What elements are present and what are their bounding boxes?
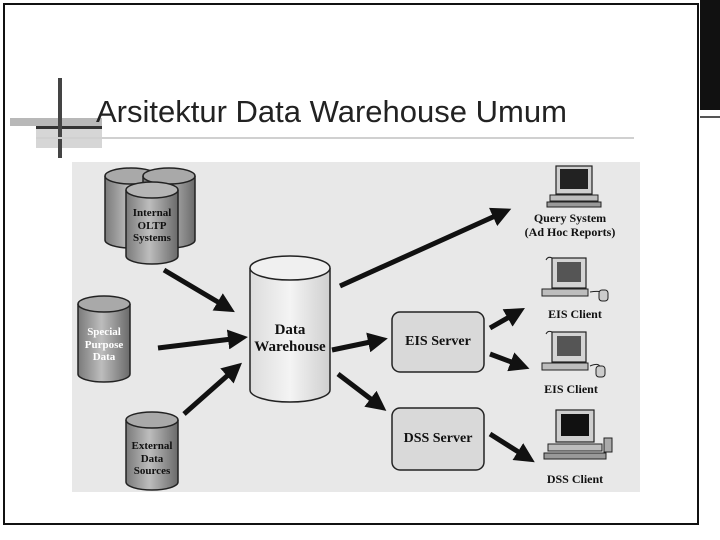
slide-title: Arsitektur Data Warehouse Umum bbox=[96, 94, 567, 129]
title-decoration-vertical bbox=[58, 78, 62, 158]
data-warehouse-line-2: Warehouse bbox=[254, 339, 326, 356]
external-sources-label: External Data Sources bbox=[124, 440, 180, 478]
arrow-dss-server-to-client bbox=[488, 431, 535, 463]
eis-client-2-computer-icon bbox=[541, 330, 606, 378]
dss-server-label: DSS Server bbox=[403, 431, 473, 446]
arrow-eis-server-to-client-2 bbox=[489, 351, 530, 372]
internal-oltp-line-1: Internal bbox=[132, 207, 172, 219]
eis-server-box bbox=[391, 311, 485, 373]
eis-server-label: EIS Server bbox=[405, 334, 471, 349]
dss-client-computer-icon bbox=[543, 409, 613, 460]
arrow-internal-to-warehouse bbox=[162, 267, 235, 313]
data-warehouse-line-1: Data bbox=[274, 322, 306, 338]
special-purpose-data-icon bbox=[77, 295, 131, 383]
data-warehouse-label: Data Warehouse bbox=[244, 322, 336, 357]
arrow-warehouse-to-dss-server bbox=[336, 372, 387, 411]
dss-client-label: DSS Client bbox=[546, 472, 604, 486]
architecture-diagram: Internal OLTP Systems Special Purpose Da… bbox=[72, 162, 640, 492]
title-decoration-bar bbox=[10, 118, 102, 126]
internal-oltp-label: Internal OLTP Systems bbox=[124, 207, 180, 245]
internal-oltp-line-3: Systems bbox=[133, 232, 171, 245]
arrow-special-to-warehouse bbox=[157, 329, 248, 351]
query-system-line-1: Query System bbox=[533, 211, 607, 225]
internal-oltp-systems-icon bbox=[104, 167, 196, 265]
special-purpose-line-3: Data bbox=[92, 351, 116, 364]
dss-server-box bbox=[391, 407, 485, 471]
eis-client-1-computer-icon bbox=[541, 256, 609, 302]
external-sources-line-3: Sources bbox=[133, 465, 171, 478]
internal-oltp-line-2: OLTP bbox=[137, 219, 167, 232]
corner-decoration bbox=[700, 0, 720, 110]
eis-client-2-label: EIS Client bbox=[544, 382, 598, 396]
query-system-computer-icon bbox=[546, 165, 602, 208]
query-system-line-2: (Ad Hoc Reports) bbox=[524, 224, 616, 239]
arrow-eis-server-to-client-1 bbox=[488, 308, 525, 331]
special-purpose-line-2: Purpose bbox=[84, 338, 124, 351]
corner-rule bbox=[700, 116, 720, 118]
special-purpose-label: Special Purpose Data bbox=[76, 326, 132, 364]
arrow-external-to-warehouse bbox=[182, 362, 242, 416]
external-sources-line-2: Data bbox=[140, 452, 164, 465]
flow-arrows bbox=[157, 207, 535, 463]
eis-client-1-label: EIS Client bbox=[548, 307, 602, 321]
title-underline bbox=[36, 137, 634, 139]
query-system-label: Query System (Ad Hoc Reports) bbox=[510, 211, 630, 240]
diagram-canvas bbox=[77, 165, 613, 491]
external-data-sources-icon bbox=[125, 411, 179, 491]
special-purpose-line-1: Special bbox=[87, 326, 121, 338]
title-decoration-crossbar bbox=[36, 126, 102, 129]
arrow-warehouse-to-eis-server bbox=[331, 332, 388, 353]
external-sources-line-1: External bbox=[131, 440, 173, 452]
data-warehouse-icon bbox=[249, 255, 331, 403]
arrow-warehouse-to-query bbox=[338, 207, 512, 289]
